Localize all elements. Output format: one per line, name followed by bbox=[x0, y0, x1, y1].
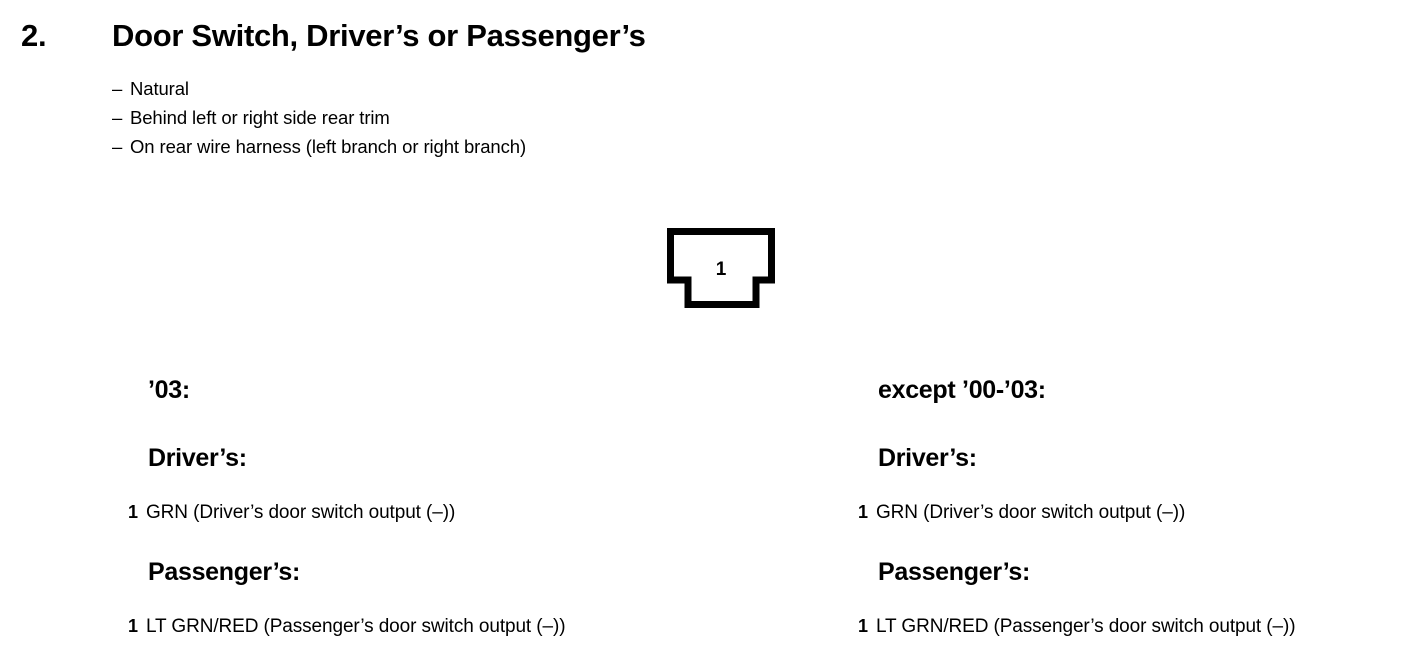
pin-number: 1 bbox=[128, 616, 139, 636]
pin-description: GRN (Driver’s door switch output (–)) bbox=[876, 502, 1186, 523]
pin-row: 1 GRN (Driver’s door switch output (–)) bbox=[128, 503, 455, 522]
section-heading-passenger: Passenger’s: bbox=[148, 558, 301, 586]
note-line: –Behind left or right side rear trim bbox=[112, 103, 812, 132]
pin-number: 1 bbox=[858, 616, 869, 636]
note-text: Natural bbox=[130, 78, 189, 99]
dash-bullet-icon: – bbox=[112, 107, 123, 128]
pin-description: GRN (Driver’s door switch output (–)) bbox=[146, 502, 456, 523]
note-text: On rear wire harness (left branch or rig… bbox=[130, 136, 527, 157]
connector-outline-icon bbox=[667, 228, 775, 308]
pin-row: 1 GRN (Driver’s door switch output (–)) bbox=[858, 503, 1185, 522]
dash-bullet-icon: – bbox=[112, 78, 123, 99]
connector-pin-number: 1 bbox=[715, 259, 727, 280]
section-heading-driver: Driver’s: bbox=[148, 444, 247, 472]
note-line: –Natural bbox=[112, 74, 812, 103]
pin-row: 1 LT GRN/RED (Passenger’s door switch out… bbox=[858, 616, 1296, 637]
page-title: Door Switch, Driver’s or Passenger’s bbox=[112, 18, 646, 53]
variant-heading: ’03: bbox=[148, 376, 190, 404]
pin-description: LT GRN/RED (Passenger’s door switch outp… bbox=[876, 616, 1296, 637]
section-heading-passenger: Passenger’s: bbox=[878, 558, 1031, 586]
pin-number: 1 bbox=[858, 502, 869, 522]
dash-bullet-icon: – bbox=[112, 136, 123, 157]
pin-number: 1 bbox=[128, 502, 139, 522]
note-text: Behind left or right side rear trim bbox=[130, 107, 390, 128]
pin-description: LT GRN/RED (Passenger’s door switch outp… bbox=[146, 616, 566, 637]
notes-list: –Natural –Behind left or right side rear… bbox=[112, 74, 812, 161]
variant-heading: except ’00-’03: bbox=[878, 376, 1046, 404]
section-heading-driver: Driver’s: bbox=[878, 444, 977, 472]
note-line: –On rear wire harness (left branch or ri… bbox=[112, 132, 812, 161]
connector-diagram: 1 bbox=[667, 228, 775, 308]
pin-row: 1 LT GRN/RED (Passenger’s door switch out… bbox=[128, 616, 566, 637]
item-number: 2. bbox=[21, 18, 47, 53]
